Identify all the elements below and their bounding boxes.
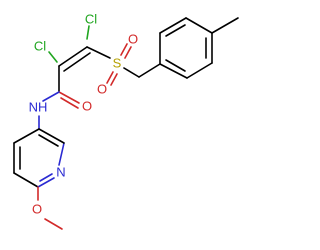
atom-o-sulfonyl-upper: O (128, 32, 138, 47)
pyridine-inner-3 (39, 173, 53, 182)
bond-c2-c3-double (63, 52, 91, 72)
bond-s-o-upper-double (124, 46, 132, 59)
benzene-bond-4 (185, 17, 213, 34)
atom-s: S (113, 56, 122, 71)
bond-s-o-lower-double (110, 73, 118, 86)
bond-cl1-c2 (48, 51, 58, 63)
bond-ch2-ring (138, 63, 161, 78)
bond-cl2-c3 (86, 25, 90, 40)
pyridine-bond-3 (13, 172, 39, 188)
bond-s-o-upper (120, 43, 128, 56)
atom-n-pyridine: N (56, 165, 65, 180)
pyridine-inner-2 (38, 134, 59, 147)
benzene-inner-1 (165, 59, 186, 72)
bonds (13, 17, 239, 230)
atom-o-sulfonyl-lower: O (97, 82, 107, 97)
benzene-bond-5 (159, 17, 187, 34)
bond-c1-nh (42, 91, 60, 102)
benzene-bond-2 (186, 62, 213, 79)
benzene-bond-1 (159, 63, 188, 79)
bond-methyl (211, 17, 239, 34)
bond-s-o-lower (106, 71, 114, 84)
pyridine-bond-4 (37, 177, 55, 188)
atom-cl2: Cl (85, 12, 97, 27)
bond-c3-s (86, 46, 111, 59)
pyridine-bond-5 (58, 142, 65, 166)
atom-cl1: Cl (34, 39, 46, 54)
bond-c1-o (58, 91, 80, 104)
atom-nh: NH (29, 100, 48, 115)
bond-c2-c3 (58, 46, 88, 67)
pyridine-bond-1 (13, 128, 40, 144)
bond-o-ch3 (44, 218, 63, 230)
pyridine-bond-6 (38, 128, 65, 144)
bond-c1-o-double (60, 97, 79, 109)
chemical-structure: Cl Cl S O O O NH N O (13, 12, 239, 230)
bond-s-ch2 (123, 67, 140, 78)
atom-o-methoxy: O (32, 202, 42, 217)
benzene-inner-3 (165, 24, 186, 37)
atom-labels: Cl Cl S O O O NH N O (29, 12, 138, 217)
atom-o-amide: O (82, 99, 92, 114)
